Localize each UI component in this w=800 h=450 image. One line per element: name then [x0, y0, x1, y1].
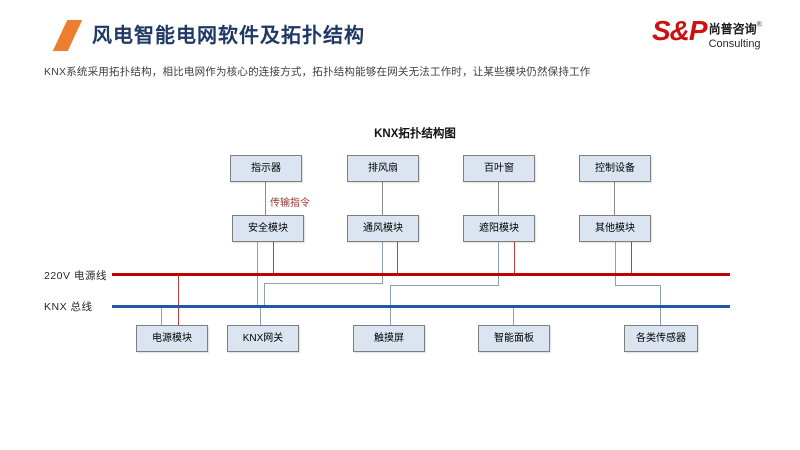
- connector-line: [498, 181, 499, 215]
- diagram-title: KNX拓扑结构图: [374, 128, 456, 140]
- knx-connector-line: [615, 285, 661, 286]
- node-exhaust-fan: 排风扇: [347, 155, 419, 182]
- knx-connector-line: [390, 285, 499, 286]
- node-shading-module: 遮阳模块: [463, 215, 535, 242]
- knx-connector-line: [498, 242, 499, 285]
- node-control-device: 控制设备: [579, 155, 651, 182]
- edge-label-transmit-command: 传输指令: [270, 198, 310, 209]
- node-safety-module: 安全模块: [232, 215, 304, 242]
- knx-connector-line: [264, 283, 383, 284]
- connector-line: [382, 181, 383, 215]
- power-connector-line: [514, 242, 515, 274]
- node-louver: 百叶窗: [463, 155, 535, 182]
- node-power-module: 电源模块: [136, 325, 208, 352]
- power-connector-line: [178, 274, 179, 325]
- node-touch-screen: 触摸屏: [353, 325, 425, 352]
- knx-bus-line: [112, 305, 730, 308]
- node-sensors: 各类传感器: [624, 325, 698, 352]
- node-other-module: 其他模块: [579, 215, 651, 242]
- knx-connector-line: [161, 306, 162, 325]
- logo-name-cn: 尚普咨询: [708, 22, 757, 36]
- logo-name-en: Consulting: [708, 38, 761, 50]
- logo-text: 尚普咨询® Consulting: [709, 20, 762, 50]
- orange-slash-icon: [52, 20, 83, 51]
- knx-connector-line: [260, 306, 261, 325]
- power-connector-line: [273, 242, 274, 274]
- knx-connector-line: [615, 242, 616, 285]
- knx-bus-label: KNX 总线: [44, 301, 93, 313]
- connector-line: [265, 181, 266, 215]
- node-smart-panel: 智能面板: [478, 325, 550, 352]
- connector-line: [614, 181, 615, 215]
- logo-mark: S&P: [652, 15, 708, 46]
- intro-text: KNX系统采用拓扑结构，相比电网作为核心的连接方式，拓扑结构能够在网关无法工作时…: [44, 66, 591, 78]
- knx-connector-line: [264, 283, 265, 306]
- knx-connector-line: [513, 306, 514, 325]
- node-knx-gateway: KNX网关: [227, 325, 299, 352]
- node-ventilation-module: 通风模块: [347, 215, 419, 242]
- power-connector-line: [397, 242, 398, 274]
- power-bus-line: [112, 273, 730, 276]
- knx-connector-line: [382, 242, 383, 283]
- registered-mark: ®: [756, 21, 762, 29]
- company-logo: S&P 尚普咨询® Consulting: [652, 15, 762, 51]
- page-title: 风电智能电网软件及拓扑结构: [92, 25, 365, 47]
- power-connector-line: [631, 242, 632, 274]
- power-bus-label: 220V 电源线: [44, 270, 107, 282]
- node-indicator: 指示器: [230, 155, 302, 182]
